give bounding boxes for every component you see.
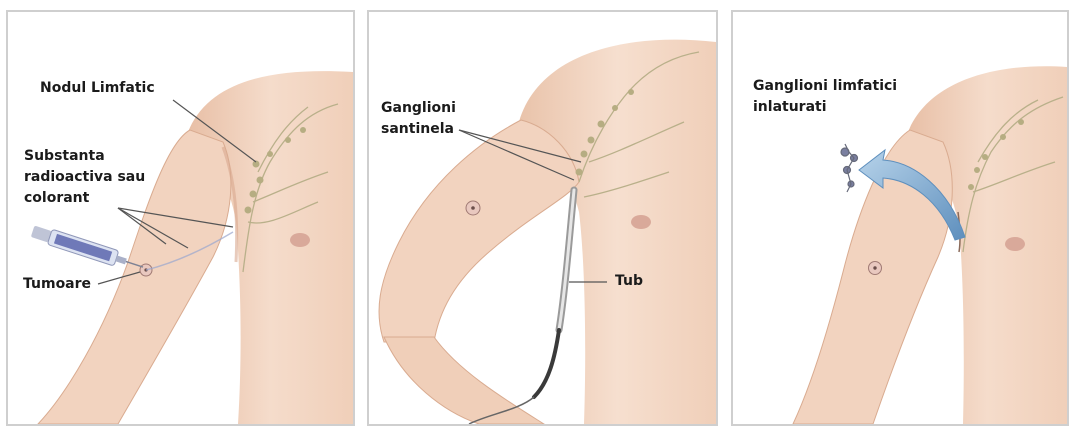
nipple [290, 233, 310, 247]
tumor-site [869, 262, 882, 275]
label-tube: Tub [615, 271, 643, 292]
nipple [631, 215, 651, 229]
label-sentinel-nodes: Ganglioni santinela [381, 98, 456, 140]
forearm [384, 337, 544, 424]
label-removed-nodes: Ganglioni limfatici inlaturati [753, 76, 897, 118]
label-radioactive-dye: Substanta radioactiva sau colorant [24, 146, 145, 209]
injection-site [466, 201, 480, 215]
label-tumor: Tumoare [23, 274, 91, 295]
torso [519, 40, 716, 424]
panel-sentinel-detection: Ganglioni santinela Tub [367, 10, 718, 426]
panel-nodes-removed: Ganglioni limfatici inlaturati [731, 10, 1069, 426]
arm-illustration-3 [733, 12, 1067, 424]
panel-injection: Nodul Limfatic Substanta radioactiva sau… [6, 10, 355, 426]
arm-illustration-1 [8, 12, 353, 424]
removed-nodes-icon [841, 144, 858, 192]
nipple [1005, 237, 1025, 251]
label-lymph-node: Nodul Limfatic [40, 78, 155, 99]
arm-illustration-2 [369, 12, 716, 424]
